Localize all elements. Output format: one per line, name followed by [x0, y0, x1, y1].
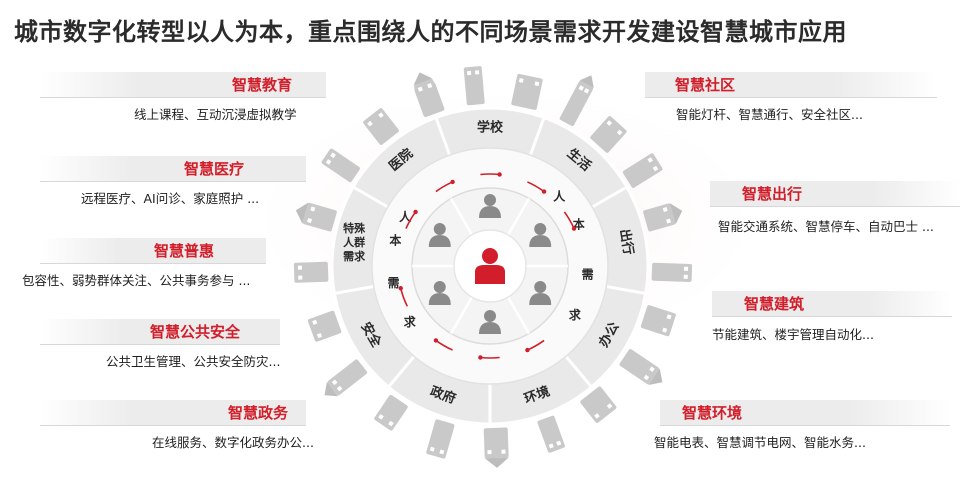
need-character: 人 [399, 209, 412, 224]
segment-divider [352, 185, 389, 209]
city-icon [619, 349, 663, 386]
item-desc: 远程医疗、AI问诊、家庭照护 ... [81, 191, 260, 206]
sector-divider [506, 197, 531, 236]
person-group-icon [428, 223, 451, 247]
tag-bar: 智慧建筑 [712, 291, 952, 317]
tag-bar: 智慧普惠 [40, 238, 266, 264]
item-title: 智慧出行 [742, 185, 803, 203]
arrow-head [541, 189, 547, 194]
city-icon [483, 427, 509, 468]
item-desc: 在线服务、数字化政务办公... [152, 435, 314, 450]
need-character: 本 [389, 233, 401, 248]
need-character: 需 [387, 276, 399, 290]
city-icon [293, 261, 329, 283]
flow-arrow [480, 173, 500, 176]
item-desc: 智能电表、智慧调节电网、智能水务... [654, 435, 866, 450]
tag-bar: 智慧社区 [645, 72, 937, 98]
item-title: 智慧公共安全 [150, 323, 241, 341]
city-icon [580, 386, 617, 423]
city-icon [426, 419, 455, 459]
item-title: 智慧普惠 [154, 242, 215, 260]
need-character: 人 [553, 189, 566, 204]
city-silhouette-icons [293, 66, 693, 468]
tag-bar: 智慧政务 [40, 400, 306, 426]
item-desc: 包容性、弱势群体关注、公共事务参与 ... [22, 273, 251, 288]
city-icon [559, 75, 594, 127]
item-title: 智慧政务 [228, 404, 289, 422]
city-icon [307, 310, 342, 342]
person-group-icon [529, 281, 552, 305]
item-desc: 公共卫生管理、公共安全防灾... [106, 354, 281, 369]
arrow-head [571, 226, 577, 231]
person-group-icon [479, 310, 501, 334]
item-title: 智慧医疗 [184, 160, 245, 178]
sector-divider [449, 197, 474, 236]
sector-divider [506, 296, 531, 335]
arrow-head [433, 338, 439, 343]
person-icon [475, 248, 505, 284]
page-title: 城市数字化转型以人为本，重点围绕人的不同场景需求开发建设智慧城市应用 [14, 18, 847, 46]
segment-divider [387, 355, 416, 388]
city-icon [622, 153, 663, 188]
arrow-head [450, 179, 455, 185]
item-title: 智慧教育 [232, 76, 293, 94]
tag-bar: 智慧出行 [710, 181, 960, 207]
person-group-icon [479, 194, 501, 218]
city-icon [321, 148, 360, 183]
city-icon [640, 305, 676, 337]
city-icon [295, 202, 337, 232]
segment-label: 出行 [616, 228, 636, 256]
tag-bar: 智慧医疗 [40, 156, 306, 182]
sector-divider [449, 296, 474, 335]
need-character: 求 [404, 314, 417, 329]
arrow-head [478, 355, 483, 360]
item-title: 智慧社区 [675, 76, 736, 94]
segment-label: 特殊人群需求 [343, 221, 366, 263]
segment-divider [564, 355, 593, 388]
item-title: 智慧建筑 [744, 295, 805, 313]
city-icon [413, 72, 444, 117]
tag-bar: 智慧公共安全 [40, 319, 280, 345]
segment-divider [605, 285, 646, 295]
item-desc: 节能建筑、楼宇管理自动化... [712, 327, 874, 342]
center-person [453, 229, 527, 303]
need-character: 求 [569, 307, 582, 322]
need-character: 需 [582, 268, 594, 282]
item-desc: 智能灯杆、智慧通行、安全社区... [676, 107, 863, 122]
segment-divider [528, 117, 546, 156]
flow-arrow [480, 356, 500, 359]
arrow-head [398, 286, 403, 291]
arrow-head [525, 347, 530, 353]
city-icon [651, 262, 693, 282]
item-desc: 智能交通系统、智慧停车、自动巴士 ... [718, 219, 934, 234]
city-icon [511, 73, 543, 110]
city-icon [643, 203, 683, 232]
city-icon [537, 415, 565, 453]
item-desc: 线上课程、互动沉浸虚拟教学 [134, 107, 297, 122]
tag-bar: 智慧环境 [660, 400, 950, 426]
segment-divider [591, 185, 628, 209]
arrow-head [413, 209, 418, 215]
person-group-icon [428, 281, 451, 305]
city-icon [324, 359, 368, 397]
city-icon [463, 66, 485, 106]
city-icon [363, 108, 399, 145]
segment-divider [434, 117, 452, 156]
segment-label: 学校 [477, 120, 504, 136]
city-icon [590, 116, 627, 153]
city-icon [374, 394, 408, 431]
person-group-icon [529, 223, 552, 247]
arrow-head [497, 172, 502, 177]
tag-bar: 智慧教育 [40, 72, 326, 98]
item-title: 智慧环境 [682, 404, 743, 422]
segment-divider [334, 285, 375, 295]
